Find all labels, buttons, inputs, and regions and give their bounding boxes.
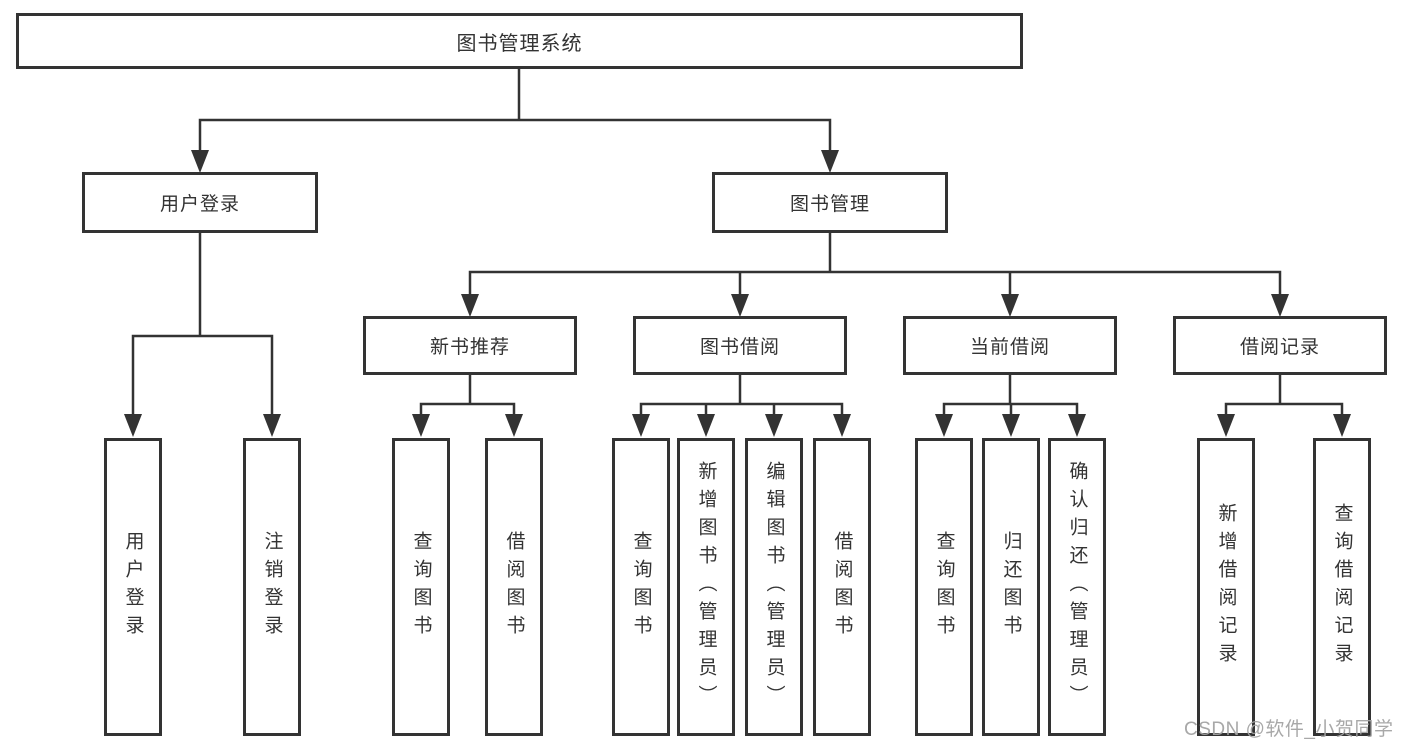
leaf-label: 借阅图书 bbox=[503, 531, 525, 643]
leaf-node-add-borrow-record: 新增借阅记录 bbox=[1197, 438, 1255, 736]
node-label: 新书推荐 bbox=[429, 337, 510, 358]
node-current-borrow: 当前借阅 bbox=[903, 316, 1117, 375]
leaf-label: 新增借阅记录 bbox=[1215, 503, 1237, 671]
node-label: 图书管理 bbox=[789, 194, 870, 215]
node-label: 借阅记录 bbox=[1239, 337, 1320, 358]
leaf-label: 查询图书 bbox=[933, 531, 955, 643]
leaf-label: 新增图书（管理员） bbox=[695, 461, 717, 713]
leaf-label: 查询借阅记录 bbox=[1331, 503, 1353, 671]
leaf-node-borrow-books: 借阅图书 bbox=[485, 438, 543, 736]
leaf-node-query-books: 查询图书 bbox=[915, 438, 973, 736]
leaf-label: 查询图书 bbox=[410, 531, 432, 643]
leaf-node-query-borrow-record: 查询借阅记录 bbox=[1313, 438, 1371, 736]
leaf-node-query-books: 查询图书 bbox=[392, 438, 450, 736]
leaf-label: 用户登录 bbox=[122, 531, 144, 643]
node-user-login: 用户登录 bbox=[82, 172, 318, 233]
leaf-node-logout: 注销登录 bbox=[243, 438, 301, 736]
node-library-management-system: 图书管理系统 bbox=[16, 13, 1023, 69]
leaf-label: 编辑图书（管理员） bbox=[763, 461, 785, 713]
leaf-node-return-books: 归还图书 bbox=[982, 438, 1040, 736]
leaf-node-query-books: 查询图书 bbox=[612, 438, 670, 736]
leaf-label: 查询图书 bbox=[630, 531, 652, 643]
leaf-node-borrow-books: 借阅图书 bbox=[813, 438, 871, 736]
node-new-book-recommend: 新书推荐 bbox=[363, 316, 577, 375]
leaf-label: 归还图书 bbox=[1000, 531, 1022, 643]
leaf-node-user-login: 用户登录 bbox=[104, 438, 162, 736]
node-label: 用户登录 bbox=[159, 194, 240, 215]
leaf-node-edit-books-admin: 编辑图书（管理员） bbox=[745, 438, 803, 736]
node-book-management: 图书管理 bbox=[712, 172, 948, 233]
node-label: 图书借阅 bbox=[699, 337, 780, 358]
node-label: 当前借阅 bbox=[969, 337, 1050, 358]
arrowhead-icons bbox=[124, 150, 1351, 437]
leaf-node-confirm-return-admin: 确认归还（管理员） bbox=[1048, 438, 1106, 736]
node-book-borrow: 图书借阅 bbox=[633, 316, 847, 375]
csdn-watermark: CSDN @软件_小贺同学 bbox=[1184, 719, 1394, 740]
leaf-label: 注销登录 bbox=[261, 531, 283, 643]
leaf-node-add-books-admin: 新增图书（管理员） bbox=[677, 438, 735, 736]
leaf-label: 确认归还（管理员） bbox=[1066, 461, 1088, 713]
leaf-label: 借阅图书 bbox=[831, 531, 853, 643]
node-borrow-record: 借阅记录 bbox=[1173, 316, 1387, 375]
node-label: 图书管理系统 bbox=[456, 32, 583, 55]
